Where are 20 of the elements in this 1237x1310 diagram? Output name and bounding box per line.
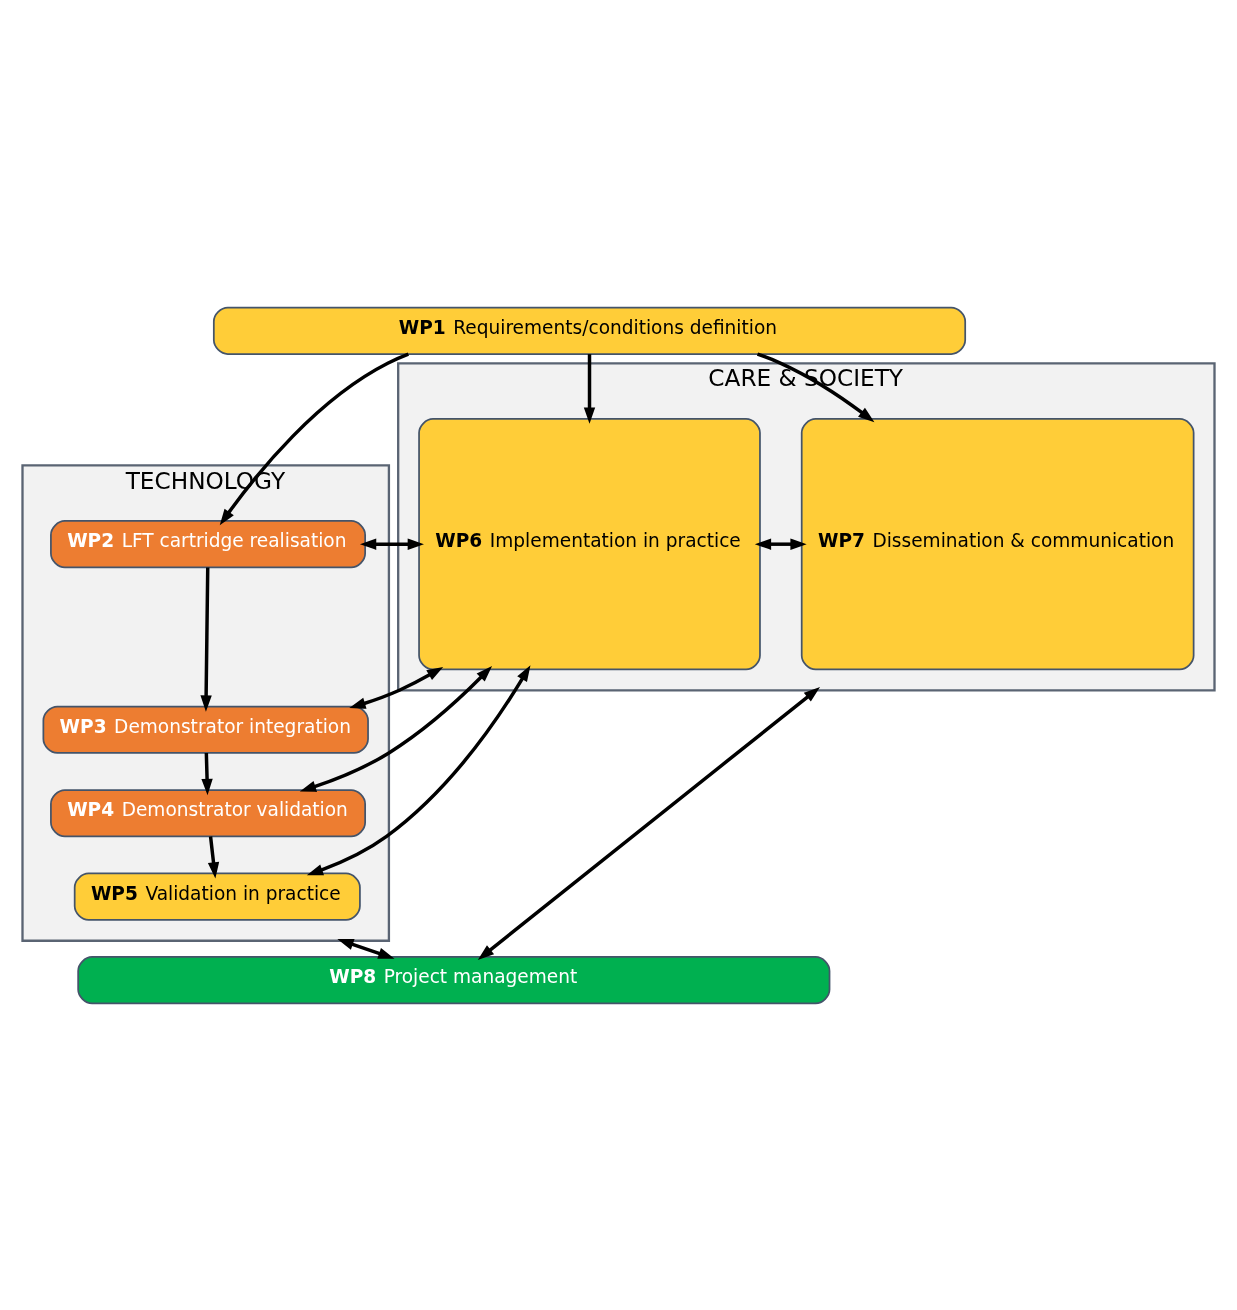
node-box: WP2 LFT cartridge realisation bbox=[50, 519, 366, 568]
node-box: WP5 Validation in practice bbox=[73, 872, 361, 921]
node-box: WP3 Demonstrator integration bbox=[42, 705, 369, 754]
arrow bbox=[349, 666, 444, 709]
arrow bbox=[477, 686, 821, 960]
arrow bbox=[754, 538, 807, 550]
arrow bbox=[583, 353, 596, 424]
arrow bbox=[207, 835, 220, 879]
arrow bbox=[337, 938, 395, 959]
node-box: WP8 Project management bbox=[77, 955, 831, 1004]
arrow bbox=[201, 752, 213, 795]
arrow bbox=[200, 566, 212, 712]
arrow bbox=[299, 665, 493, 792]
node-box: WP1 Requirements/conditions definition bbox=[212, 306, 967, 355]
node-box: WP7 Dissemination & communication bbox=[800, 417, 1195, 670]
node-box: WP4 Demonstrator validation bbox=[50, 788, 366, 837]
arrow bbox=[306, 664, 531, 875]
arrow bbox=[359, 538, 424, 550]
arrow bbox=[756, 351, 875, 422]
node-box: WP6 Implementation in practice bbox=[418, 417, 761, 670]
